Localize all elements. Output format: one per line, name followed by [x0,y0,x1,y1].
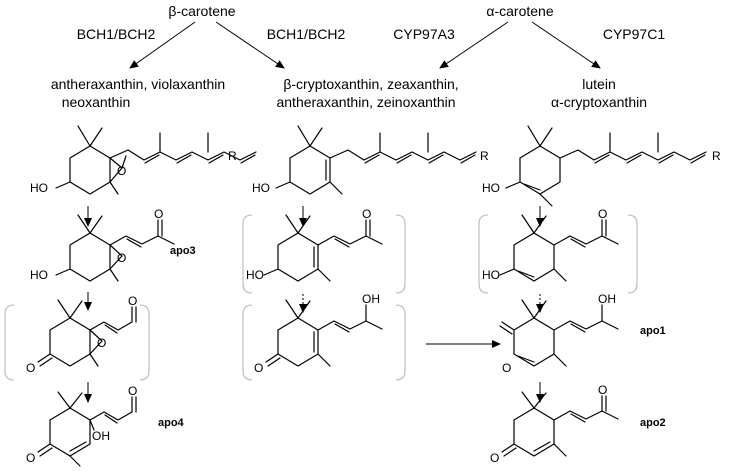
bracket-mid-row2-left [242,214,253,294]
structure-epsilon-ring-carotenoid: HO R [482,125,721,207]
apo4-oh-atom: OH [92,429,110,443]
bracket-left-row3-left [4,304,15,381]
apo3-epoxy-o-atom: O [117,251,126,265]
left-o-atom: O [117,164,126,178]
compound-label-apo2: apo2 [640,417,666,429]
mid-row2-keto-o-atom: O [362,207,371,221]
bracket-right-row2-left [478,214,489,294]
products-right-line2: α-cryptoxanthin [551,94,647,110]
left-ho-atom: HO [30,181,48,195]
bracket-mid-row3-right [395,304,406,381]
right-row2-keto-o-atom: O [598,207,607,221]
structure-beta-ring-carotenoid: HO R [252,125,489,195]
right-ho-atom: HO [482,181,500,195]
mid-row3-oh-atom: OH [362,292,380,306]
mid-r-atom: R [480,149,489,163]
structure-left-row3: O O O [26,294,137,375]
arrow-alpha-to-mid [439,21,509,69]
arrow-beta-to-left [129,21,196,69]
apo2-keto-o-atom: O [490,451,499,465]
bracket-right-row2-right [627,214,638,294]
left-r-atom: R [228,149,237,163]
enzyme-cyp97c1: CYP97C1 [603,26,665,42]
left-row3-side-o-atom: O [128,294,137,308]
structure-apo2: O O [490,383,619,465]
structure-epoxy-carotenoid: HO O R [30,125,257,195]
arrow-alpha-to-right [531,21,601,69]
mid-row3-keto-o-atom: O [254,361,263,375]
structure-apo1: O OH [499,292,619,375]
apo2-side-o-atom: O [598,383,607,397]
mid-row2-ho-atom: HO [246,268,264,282]
structure-mid-row3: O OH [254,292,383,375]
left-row3-epoxy-o-atom: O [97,336,106,350]
products-left-line2: neoxanthin [62,94,131,110]
enzyme-bch-right: BCH1/BCH2 [267,26,346,42]
structure-right-row2: HO O [482,207,619,282]
enzyme-bch-left: BCH1/BCH2 [77,26,156,42]
compound-label-apo3: apo3 [170,245,196,257]
bracket-left-row3-right [139,304,150,381]
bracket-mid-row2-right [395,214,406,294]
alpha-carotene-label: α-carotene [486,3,553,19]
bracket-mid-row3-left [242,304,253,381]
products-mid-line2: antheraxanthin, zeinoxanthin [276,94,455,110]
structure-mid-row2: HO O [246,207,383,282]
arrow-beta-to-mid [215,21,285,69]
enzyme-cyp97a3: CYP97A3 [393,26,455,42]
products-left-line1: antheraxanthin, violaxanthin [51,76,225,92]
apo4-side-o-atom: O [128,384,137,398]
left-row3-keto-o-atom: O [26,361,35,375]
apo1-oh-atom: OH [598,292,616,306]
structure-apo3: HO O O [30,207,175,282]
apo3-ho-atom: HO [30,268,48,282]
products-mid-line1: β-cryptoxanthin, zeaxanthin, [283,76,458,92]
beta-carotene-label: β-carotene [168,3,235,19]
apo3-keto-o-atom: O [154,207,163,221]
products-right-line1: lutein [582,76,615,92]
right-r-atom: R [712,149,721,163]
apo4-keto-o-atom: O [26,451,35,465]
compound-label-apo4: apo4 [158,417,185,429]
right-row2-ho-atom: HO [482,268,500,282]
mid-ho-atom: HO [252,181,270,195]
structure-apo4: O OH O [26,384,137,467]
compound-label-apo1: apo1 [640,325,666,337]
apo1-keto-o-atom: O [502,361,511,375]
